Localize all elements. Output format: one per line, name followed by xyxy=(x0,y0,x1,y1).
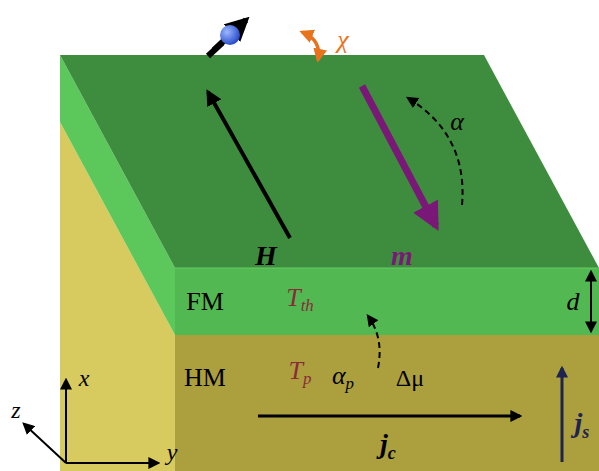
thickness-label: d xyxy=(567,289,580,315)
spin-current-arrow xyxy=(561,368,564,462)
layer-edge xyxy=(175,268,599,269)
spin-current-label: js xyxy=(575,409,590,441)
charge-current-label: jc xyxy=(380,430,396,462)
axis-z xyxy=(24,424,66,463)
spin-accumulation-label: Δμ xyxy=(396,366,424,390)
field-arrow xyxy=(208,92,290,238)
magnetization-label: m xyxy=(391,242,413,270)
spin-ball xyxy=(220,25,240,45)
pumping-arc xyxy=(368,316,380,368)
temperature-label: Tth xyxy=(286,285,314,315)
thickness-arrow xyxy=(590,272,592,331)
hm-front-face xyxy=(175,335,599,471)
charge-current-arrow xyxy=(258,415,520,418)
layer-name: FM xyxy=(186,289,224,315)
spin-arrow-tail xyxy=(208,43,222,56)
coupling-arrow xyxy=(302,32,319,60)
temperature-label: Tp xyxy=(289,358,312,388)
layer-name: HM xyxy=(184,365,226,391)
fm-front-face xyxy=(175,268,599,335)
axis-x xyxy=(65,380,67,463)
axis-label: z xyxy=(11,398,20,422)
axis-label: y xyxy=(167,440,178,464)
magnetization-arrow xyxy=(362,86,436,226)
axis-y xyxy=(66,462,158,464)
fm-top-face xyxy=(60,55,599,268)
damping-symbol: α xyxy=(450,109,464,135)
coupling-symbol: χ xyxy=(337,27,348,53)
field-label: H xyxy=(255,242,277,270)
damping-symbol: αp xyxy=(332,363,354,393)
axis-label: x xyxy=(79,366,90,390)
layer-band: FM Tth xyxy=(175,268,599,335)
